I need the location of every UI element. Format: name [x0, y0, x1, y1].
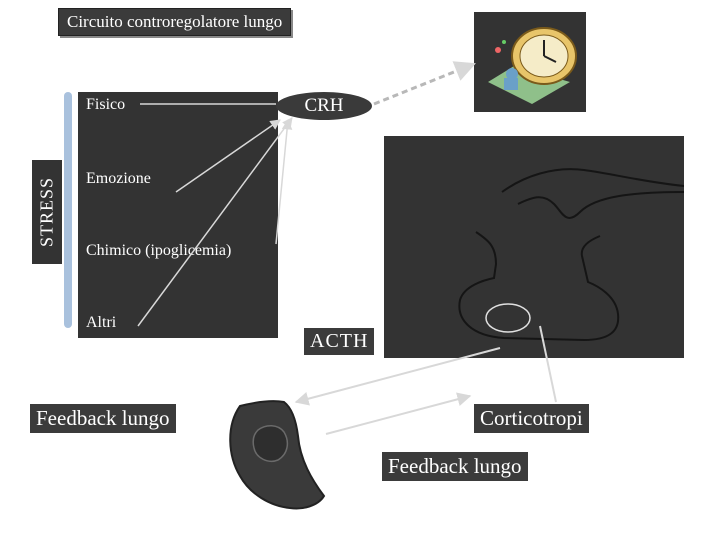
pituitary-outline — [458, 168, 684, 342]
line-corticotropi-pointer — [539, 325, 557, 403]
feedback-label-right: Feedback lungo — [382, 452, 528, 481]
pituitary-panel — [384, 136, 684, 358]
stimulus-chimico: Chimico (ipoglicemia) — [86, 242, 232, 260]
acth-label: ACTH — [304, 328, 375, 355]
arrow-adrenal-feedback — [325, 392, 472, 435]
stimulus-emozione: Emozione — [86, 170, 151, 188]
corticotropi-label: Corticotropi — [474, 404, 589, 433]
arrow-emozione-crh — [175, 119, 281, 193]
stimuli-panel — [78, 92, 278, 338]
crh-node: CRH — [276, 92, 372, 120]
stress-label-box: STRESS — [32, 160, 62, 264]
clock-illustration — [474, 12, 586, 112]
stress-bracket — [64, 92, 72, 328]
stimulus-fisico: Fisico — [86, 96, 126, 114]
stimulus-altri: Altri — [86, 314, 117, 332]
arrow-altri-crh — [137, 117, 293, 327]
diagram-title: Circuito controregolatore lungo — [58, 8, 292, 36]
feedback-label-left: Feedback lungo — [30, 404, 176, 433]
adrenal-medulla-shape — [252, 425, 289, 462]
clock-icon — [488, 27, 577, 104]
dashed-arrow-crh-clock — [373, 61, 476, 106]
arrow-acth-feedback — [294, 347, 501, 406]
arrow-chimico-crh — [275, 118, 293, 245]
